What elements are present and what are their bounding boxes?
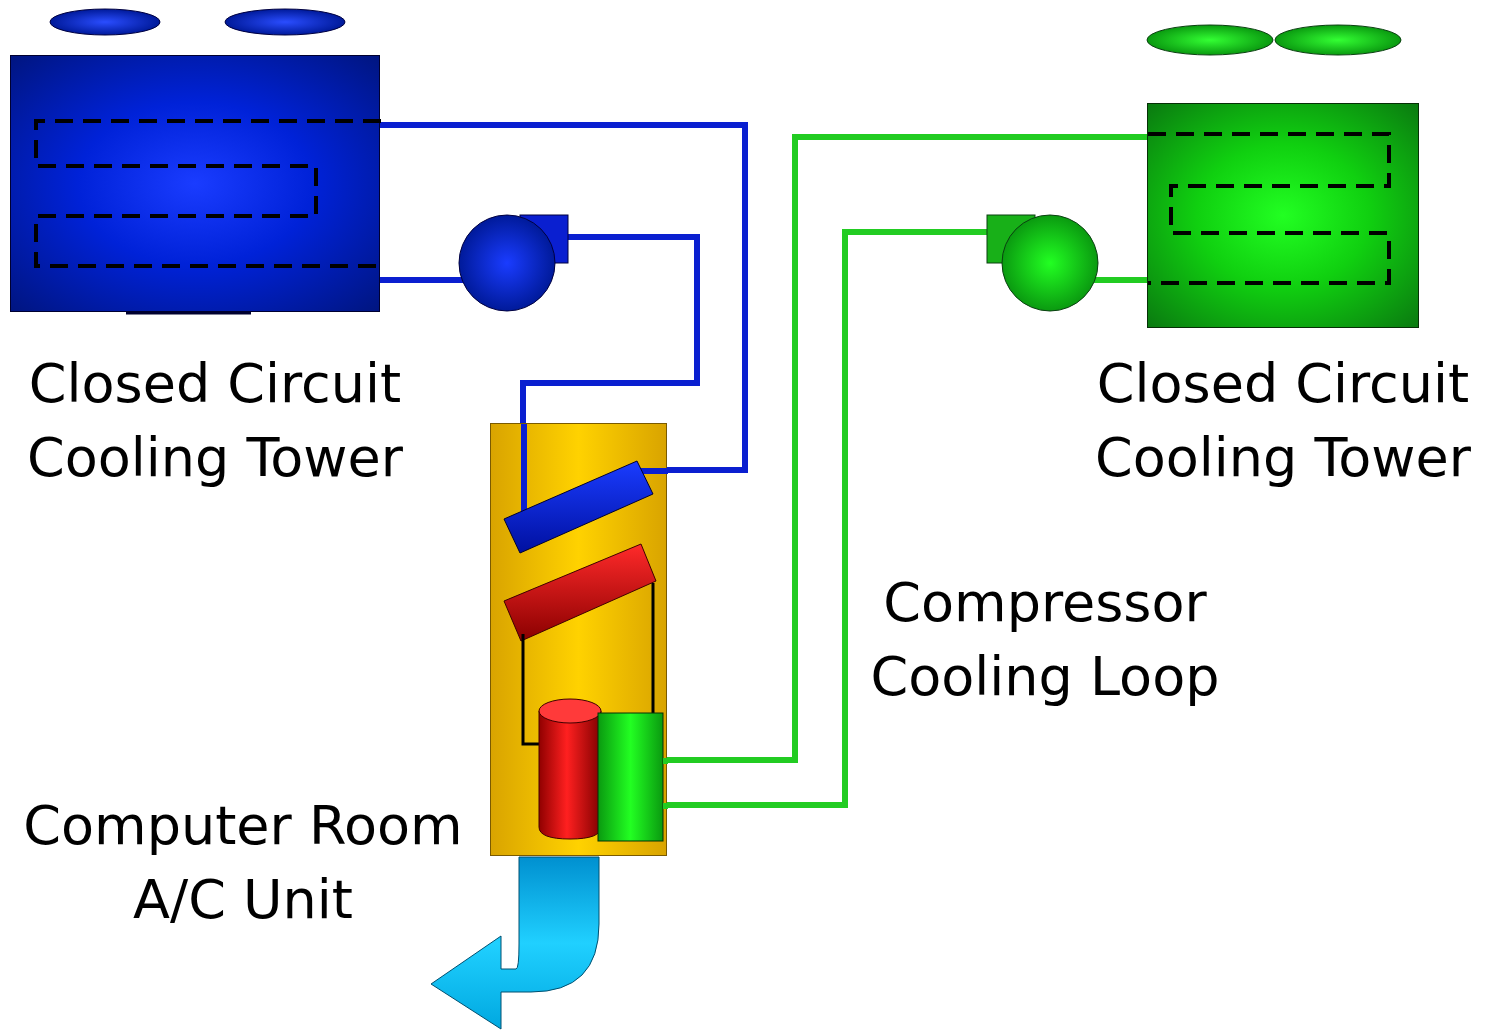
fan-blade <box>225 9 345 35</box>
cooling-tower-drawing <box>1148 104 1420 329</box>
node-label: Closed Circuit Cooling Tower <box>1093 347 1473 495</box>
loop-label: Compressor Cooling Loop <box>855 566 1235 714</box>
fan-blade <box>50 9 160 35</box>
node-label: Computer Room A/C Unit <box>13 789 473 937</box>
pump-symbol <box>1002 215 1098 311</box>
pump-symbol <box>459 215 555 311</box>
cooling-tower: Closed Circuit Cooling Tower <box>10 55 380 312</box>
fan-blade <box>1275 25 1401 55</box>
ac-unit-drawing <box>491 424 668 857</box>
pipe-connector <box>667 232 1147 805</box>
fan-blade <box>1147 25 1273 55</box>
pipe-connector <box>380 125 745 470</box>
node-label: Closed Circuit Cooling Tower <box>25 347 405 495</box>
ac-unit: Computer Room A/C Unit <box>490 423 667 856</box>
cooling-tower: Closed Circuit Cooling Tower <box>1147 103 1419 328</box>
cooling-tower-drawing <box>11 56 381 313</box>
